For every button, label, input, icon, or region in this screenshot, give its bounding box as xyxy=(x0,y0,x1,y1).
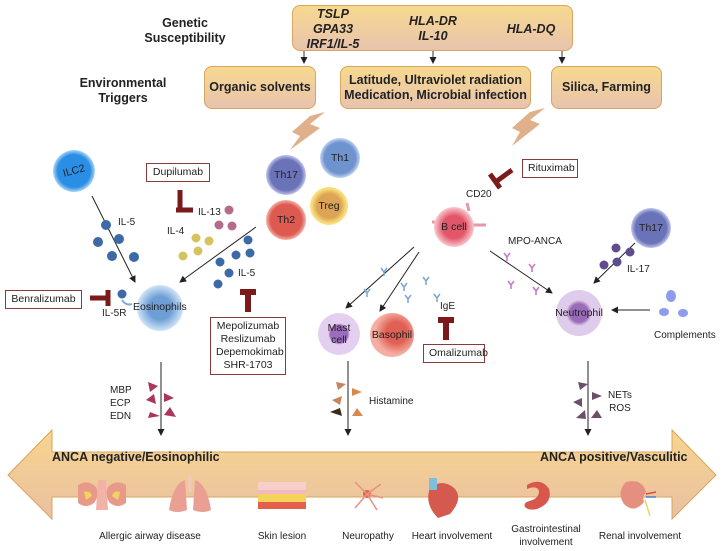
complement-shapes xyxy=(659,290,688,317)
il5-label-th2: IL-5 xyxy=(238,268,256,279)
benralizumab-inhibitor-icon xyxy=(90,290,111,306)
environmental-triggers-label: Environmental Triggers xyxy=(79,76,167,105)
il4-label: IL-4 xyxy=(167,226,185,237)
il4-dots xyxy=(178,233,214,261)
kidney-icon xyxy=(620,481,657,517)
il13-label: IL-13 xyxy=(198,207,221,218)
genes-middle: HLA-DR IL-10 xyxy=(409,14,457,43)
genes-left: TSLP GPA33 IRF1/IL-5 xyxy=(306,7,360,51)
il5-dots-th2 xyxy=(213,235,255,289)
eosinophils-label: Eosinophils xyxy=(133,301,187,313)
il5r-label: IL-5R xyxy=(102,308,127,319)
lightning-bolt-left xyxy=(290,112,325,150)
benralizumab-box: Benralizumab xyxy=(5,290,82,309)
il5-inhibitors-box: Mepolizumab Reslizumab Depemokimab SHR-1… xyxy=(210,317,286,375)
th17-cell-left: Th17 xyxy=(266,155,306,195)
th2-cell: Th2 xyxy=(266,200,306,240)
genetic-susceptibility-box: TSLP GPA33 IRF1/IL-5 HLA-DR IL-10 HLA-DQ xyxy=(292,5,573,51)
organ-label-gastrointestinal: Gastrointestinal involvement xyxy=(511,524,581,548)
organ-label-neuropathy: Neuropathy xyxy=(342,531,394,542)
il13-dots xyxy=(214,205,237,231)
cd20-label: CD20 xyxy=(466,189,492,200)
basophil-cell: Basophil xyxy=(370,313,414,357)
treg-cell: Treg xyxy=(310,187,348,225)
il5-inhibitor-icon xyxy=(240,289,256,312)
genes-right: HLA-DQ xyxy=(506,22,556,36)
histamine-label: Histamine xyxy=(369,396,414,407)
anca-antibody-icons xyxy=(503,252,540,295)
lightning-bolt-right xyxy=(512,108,545,146)
skin-icon xyxy=(258,482,306,509)
genetic-susceptibility-label: Genetic Susceptibility xyxy=(144,16,226,45)
neutrophil-cell: Neutrophil xyxy=(555,290,603,336)
eosinophil-mediator-triangles xyxy=(146,382,176,418)
mpo-anca-label: MPO-ANCA xyxy=(508,236,562,247)
trigger-box-silica-farming: Silica, Farming xyxy=(551,66,662,109)
trigger-box-latitude-uv: Latitude, Ultraviolet radiation Medicati… xyxy=(340,66,531,109)
heart-icon xyxy=(428,478,459,518)
dupilumab-inhibitor-icon xyxy=(176,190,193,213)
antibody-icons-blue xyxy=(363,267,441,303)
anca-negative-label: ANCA negative/Eosinophilic xyxy=(52,450,220,464)
omalizumab-box: Omalizumab xyxy=(423,344,488,363)
th17-cell-right: Th17 xyxy=(631,208,671,248)
eosinophils-cell: Eosinophils xyxy=(133,285,187,331)
th1-cell: Th1 xyxy=(320,138,360,178)
stomach-icon xyxy=(524,481,550,510)
nets-ros-label: NETs ROS xyxy=(608,390,632,414)
neuron-icon xyxy=(354,481,384,511)
organ-label-skin: Skin lesion xyxy=(257,531,307,542)
eosinophil-mediators-label: MBP ECP EDN xyxy=(110,385,132,422)
complements-label: Complements xyxy=(654,330,716,341)
organ-label-renal: Renal involvement xyxy=(598,531,682,542)
sinus-icon xyxy=(78,480,126,510)
organ-label-allergic-airway: Allergic airway disease xyxy=(99,531,201,542)
b-cell: B cell xyxy=(434,207,474,247)
net-ros-triangles xyxy=(573,382,602,419)
organ-label-heart: Heart involvement xyxy=(411,531,493,542)
rituximab-box: Rituximab xyxy=(522,159,578,178)
il5-dots-ilc2 xyxy=(93,220,139,262)
mast-cell: Mast cell xyxy=(318,313,360,355)
il17-dots xyxy=(599,243,635,270)
histamine-triangles xyxy=(330,382,363,416)
il17-label: IL-17 xyxy=(627,264,650,275)
lungs-icon xyxy=(169,476,211,512)
rituximab-inhibitor-icon xyxy=(487,167,514,190)
omalizumab-inhibitor-icon xyxy=(438,317,454,340)
trigger-box-organic-solvents: Organic solvents xyxy=(204,66,316,109)
ige-label: IgE xyxy=(440,301,456,312)
anca-positive-label: ANCA positive/Vasculitic xyxy=(540,450,688,464)
dupilumab-box: Dupilumab xyxy=(146,163,210,182)
il5-label-ilc2: IL-5 xyxy=(118,217,136,228)
